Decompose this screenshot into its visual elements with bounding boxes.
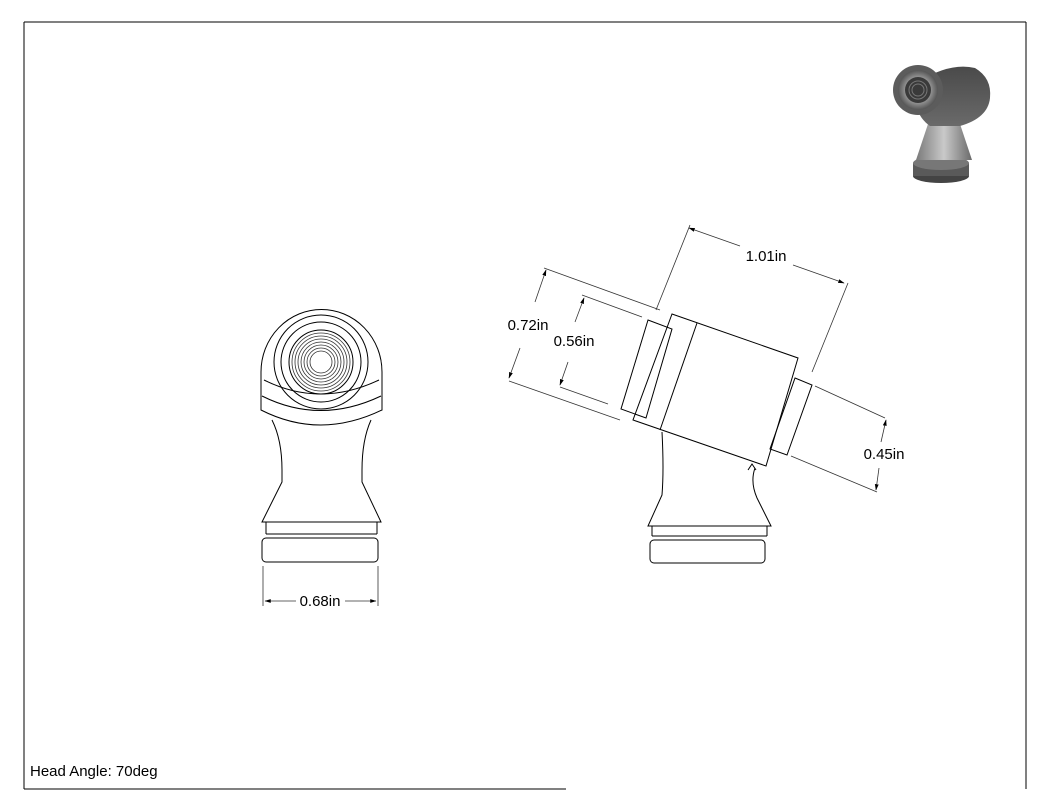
dim-label-side-outer-height: 0.72in [508,317,549,334]
dim-label-side-port-height: 0.45in [864,446,905,463]
dim-label-side-inner-height: 0.56in [554,333,595,350]
side-view [620,313,813,564]
sheet-border [23,21,1027,790]
dimension-side-inner-height: 0.56in [554,294,643,405]
dimension-side-length: 1.01in [655,224,849,373]
front-view [260,308,383,563]
dim-label-front-width: 0.68in [300,593,341,610]
dimension-side-outer-height: 0.72in [508,267,661,421]
isometric-render [893,65,991,183]
dimension-front-width: 0.68in [262,566,379,610]
head-angle-label: Head Angle: 70deg [30,763,158,780]
dim-label-side-length: 1.01in [746,248,787,265]
dimension-side-port-height: 0.45in [790,385,905,493]
